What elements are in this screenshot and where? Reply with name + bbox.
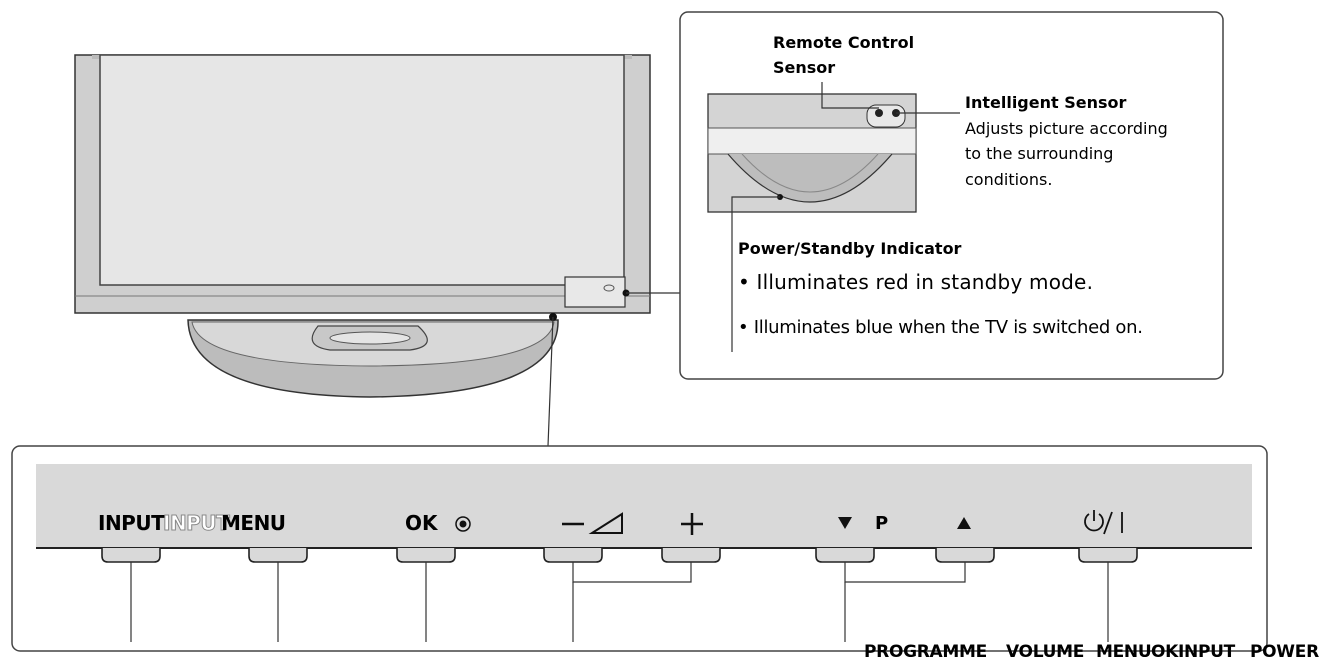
- intelligent-sensor-title: Intelligent Sensor: [965, 93, 1127, 112]
- tv-screen: [99, 54, 625, 286]
- caption-volume: VOLUME: [1006, 642, 1085, 662]
- ok-button-label: OK: [405, 511, 438, 535]
- caption-menu: MENU: [1096, 642, 1152, 662]
- input-button-label: INPUT: [98, 511, 165, 535]
- tv-front: [74, 54, 651, 314]
- sensor-inset: [679, 11, 1224, 380]
- caption-input: INPUT: [1178, 642, 1235, 662]
- program-button-label: P: [875, 513, 889, 534]
- caption-programme: PROGRAMME: [864, 642, 987, 662]
- intelligent-sensor-desc: to the surrounding: [965, 144, 1114, 163]
- program-up-icon: [957, 517, 971, 529]
- input-button-label-outline: INPUT: [162, 511, 230, 535]
- remote-sensor-label-line2: Sensor: [773, 58, 836, 77]
- caption-ok: OK: [1151, 642, 1179, 662]
- power-icon: [1084, 510, 1123, 535]
- remote-sensor-label: Remote Control: [773, 33, 915, 52]
- program-down-icon: [838, 517, 852, 529]
- caption-power: POWER: [1250, 642, 1319, 662]
- power-indicator-title: Power/Standby Indicator: [738, 239, 962, 258]
- bullet-standby: • Illuminates red in standby mode.: [738, 270, 1094, 294]
- control-strip: [11, 445, 1268, 652]
- intelligent-sensor-desc: Adjusts picture according: [965, 119, 1168, 138]
- sensor-window: [564, 276, 626, 308]
- bullet-on: • Illuminates blue when the TV is switch…: [738, 317, 1143, 338]
- menu-button-label: MENU: [221, 511, 286, 535]
- ok-dot-icon: [455, 516, 471, 532]
- intelligent-sensor-desc: conditions.: [965, 170, 1053, 189]
- tv-stand: [187, 313, 559, 398]
- volume-wedge-icon: [588, 512, 623, 534]
